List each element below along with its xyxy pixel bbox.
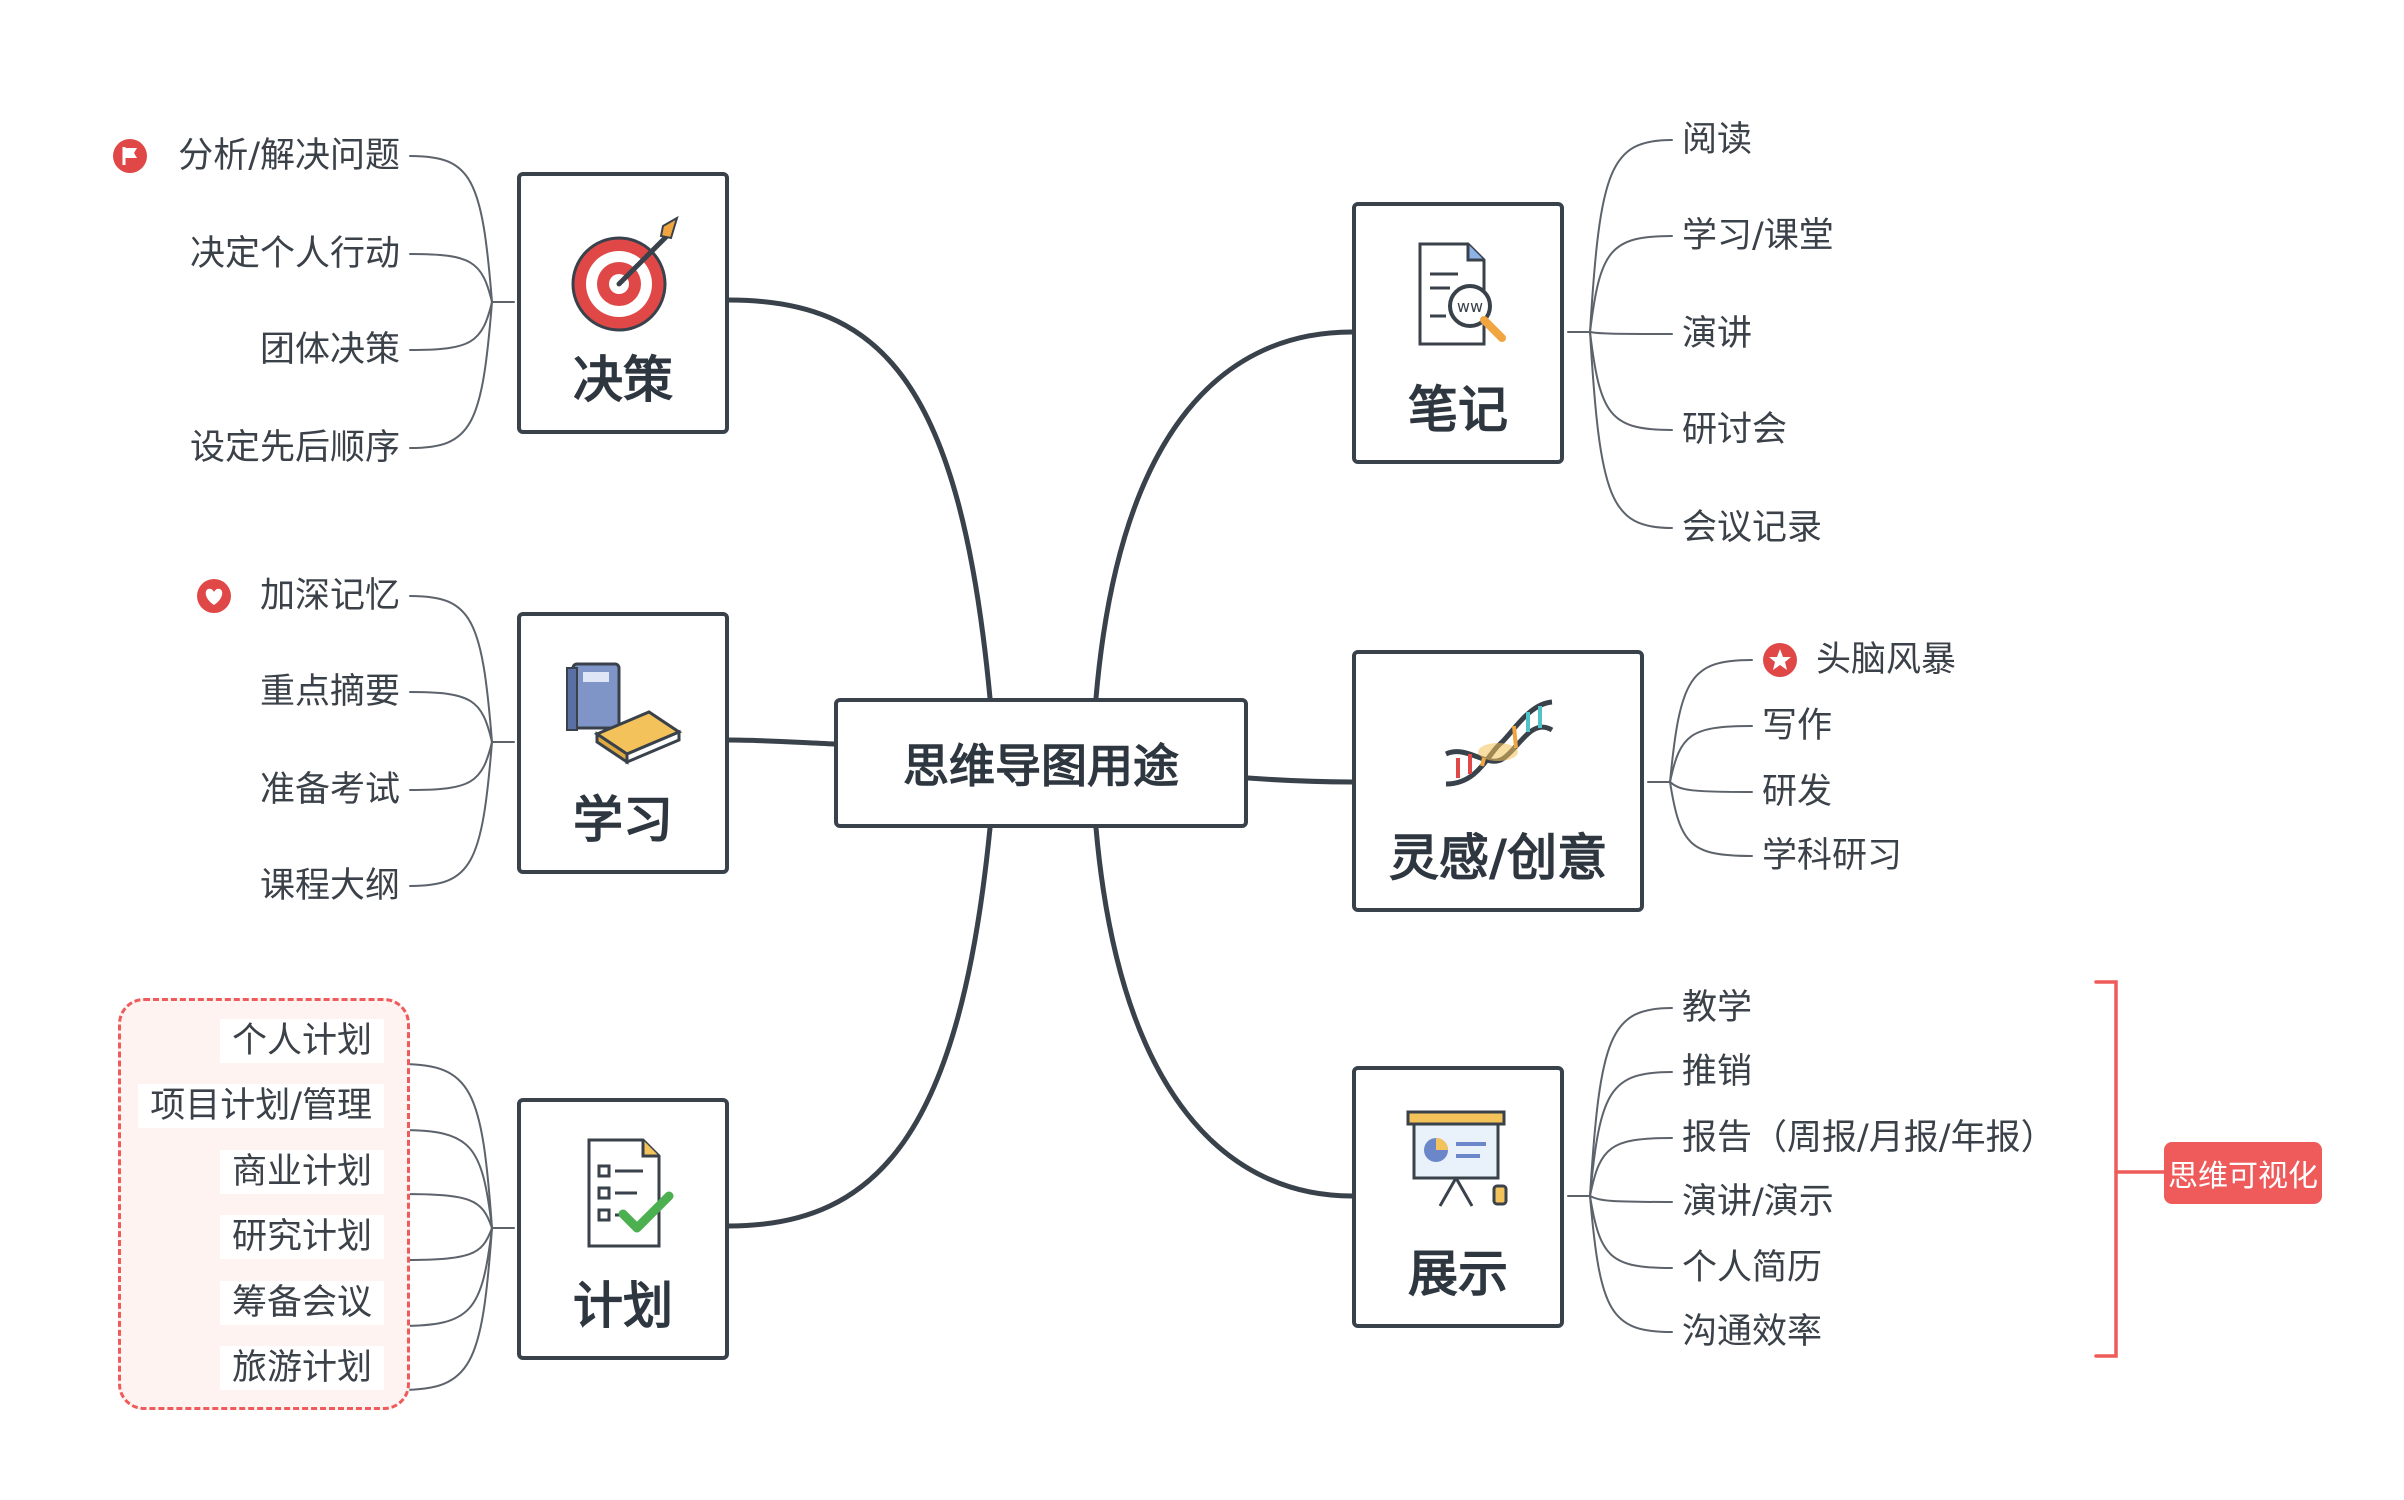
leaf-inspiration-2[interactable]: 写作 xyxy=(1762,706,1833,746)
leaf-line-plan-1 xyxy=(399,1063,493,1229)
leaf-presentation-5[interactable]: 个人简历 xyxy=(1682,1248,1823,1288)
topic-notes-label: 笔记 xyxy=(1408,381,1508,439)
leaf-notes-5[interactable]: 会议记录 xyxy=(1682,508,1823,548)
leaf-inspiration-4[interactable]: 学科研习 xyxy=(1762,836,1903,876)
leaf-line-plan-5 xyxy=(399,1227,493,1327)
leaf-line-inspiration-1 xyxy=(1669,659,1753,783)
leaf-plan-5[interactable]: 筹备会议 xyxy=(219,1281,384,1325)
leaf-line-plan-4 xyxy=(399,1227,493,1261)
leaf-decision-1[interactable]: 分析/解决问题 xyxy=(178,136,400,176)
leaf-plan-2[interactable]: 项目计划/管理 xyxy=(138,1084,384,1128)
leaf-presentation-4[interactable]: 演讲/演示 xyxy=(1682,1182,1834,1222)
leaf-presentation-1[interactable]: 教学 xyxy=(1682,988,1753,1028)
leaf-inspiration-3[interactable]: 研发 xyxy=(1762,772,1833,812)
leaf-notes-2[interactable]: 学习/课堂 xyxy=(1682,216,1834,256)
svg-text:ww: ww xyxy=(1457,297,1483,316)
flag-icon xyxy=(112,138,148,174)
leaf-line-decision-3 xyxy=(409,301,493,351)
topic-plan[interactable]: 计划 xyxy=(517,1098,729,1360)
leaf-study-4[interactable]: 课程大纲 xyxy=(259,866,400,906)
leaf-presentation-2[interactable]: 推销 xyxy=(1682,1052,1753,1092)
leaf-line-plan-6 xyxy=(399,1227,493,1391)
leaf-study-1[interactable]: 加深记忆 xyxy=(259,576,400,616)
branch-line-presentation xyxy=(1093,825,1355,1199)
leaf-line-plan-2 xyxy=(399,1129,493,1229)
leaf-line-notes-5 xyxy=(1589,331,1673,529)
leaf-decision-2[interactable]: 决定个人行动 xyxy=(189,234,400,274)
topic-decision-label: 决策 xyxy=(573,351,673,409)
topic-plan-label: 计划 xyxy=(573,1277,673,1335)
checklist-icon xyxy=(553,1122,693,1262)
topic-inspiration[interactable]: 灵感/创意 xyxy=(1352,650,1644,912)
topic-presentation-label: 展示 xyxy=(1408,1245,1508,1303)
summary-bracket xyxy=(2094,980,2118,1358)
star-icon xyxy=(1762,642,1798,678)
topic-inspiration-label: 灵感/创意 xyxy=(1388,829,1608,887)
leaf-line-presentation-1 xyxy=(1589,1007,1673,1197)
leaf-line-inspiration-4 xyxy=(1669,781,1753,857)
leaf-inspiration-1[interactable]: 头脑风暴 xyxy=(1816,640,1957,680)
leaf-line-study-1 xyxy=(409,595,493,743)
heart-icon xyxy=(196,578,232,614)
leaf-line-presentation-4 xyxy=(1589,1195,1673,1203)
branch-line-decision xyxy=(726,297,993,701)
leaf-line-study-2 xyxy=(409,691,493,743)
leaf-line-presentation-2 xyxy=(1589,1071,1673,1197)
leaf-line-presentation-6 xyxy=(1589,1195,1673,1333)
leaf-line-decision-2 xyxy=(409,253,493,303)
leaf-presentation-3[interactable]: 报告（周报/月报/年报） xyxy=(1682,1118,2056,1158)
leaf-plan-1[interactable]: 个人计划 xyxy=(219,1019,384,1063)
topic-presentation[interactable]: 展示 xyxy=(1352,1066,1564,1328)
leaf-line-presentation-5 xyxy=(1589,1195,1673,1269)
books-icon xyxy=(553,636,693,776)
leaf-study-3[interactable]: 准备考试 xyxy=(259,770,400,810)
leaf-line-notes-2 xyxy=(1589,235,1673,333)
web-document-search-icon: ww xyxy=(1388,226,1528,366)
branch-line-notes xyxy=(1093,329,1355,701)
target-icon xyxy=(553,196,693,336)
leaf-line-plan-3 xyxy=(399,1193,493,1229)
branch-line-plan xyxy=(726,825,993,1229)
leaf-line-notes-4 xyxy=(1589,331,1673,431)
leaf-study-2[interactable]: 重点摘要 xyxy=(259,672,400,712)
leaf-line-decision-4 xyxy=(409,301,493,449)
leaf-decision-4[interactable]: 设定先后顺序 xyxy=(189,428,400,468)
leaf-plan-3[interactable]: 商业计划 xyxy=(219,1150,384,1194)
summary-tag[interactable]: 思维可视化 xyxy=(2164,1142,2322,1204)
leaf-line-decision-1 xyxy=(409,155,493,303)
leaf-decision-3[interactable]: 团体决策 xyxy=(259,330,400,370)
leaf-notes-1[interactable]: 阅读 xyxy=(1682,120,1753,160)
branch-line-study xyxy=(726,737,837,747)
presentation-board-icon xyxy=(1388,1090,1528,1230)
leaf-plan-4[interactable]: 研究计划 xyxy=(219,1215,384,1259)
central-topic-label: 思维导图用途 xyxy=(903,739,1179,793)
leaf-notes-3[interactable]: 演讲 xyxy=(1682,314,1753,354)
leaf-line-presentation-3 xyxy=(1589,1137,1673,1197)
leaf-line-study-4 xyxy=(409,741,493,887)
topic-decision[interactable]: 决策 xyxy=(517,172,729,434)
central-topic[interactable]: 思维导图用途 xyxy=(834,698,1248,828)
topic-study[interactable]: 学习 xyxy=(517,612,729,874)
leaf-line-inspiration-2 xyxy=(1669,725,1753,783)
leaf-notes-4[interactable]: 研讨会 xyxy=(1682,410,1788,450)
leaf-line-notes-1 xyxy=(1589,139,1673,333)
plan-boundary xyxy=(118,998,410,1410)
dna-icon xyxy=(1428,674,1568,814)
topic-study-label: 学习 xyxy=(573,791,673,849)
leaf-plan-6[interactable]: 旅游计划 xyxy=(219,1346,384,1390)
leaf-line-study-3 xyxy=(409,741,493,791)
branch-line-inspiration xyxy=(1245,775,1355,785)
leaf-presentation-6[interactable]: 沟通效率 xyxy=(1682,1312,1823,1352)
topic-notes[interactable]: ww 笔记 xyxy=(1352,202,1564,464)
leaf-line-inspiration-3 xyxy=(1669,781,1753,793)
leaf-line-notes-3 xyxy=(1589,331,1673,335)
